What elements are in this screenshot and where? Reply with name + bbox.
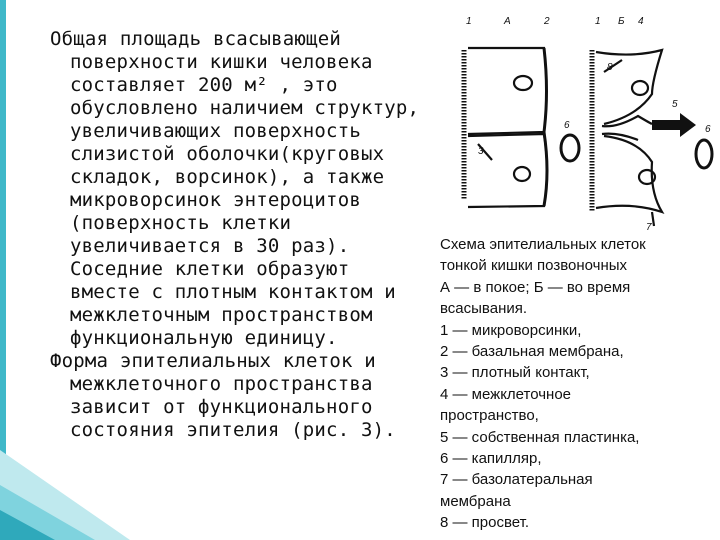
label-8: 8 [607, 62, 613, 73]
main-text: Общая площадь всасывающей поверхности ки… [50, 28, 425, 442]
label-panel-a: А [503, 16, 511, 27]
caption-line: 3 — плотный контакт, [440, 364, 590, 382]
caption-line: 6 — капилляр, [440, 450, 542, 468]
caption-line: пространство, [440, 407, 539, 425]
absorption-arrow [652, 113, 696, 137]
caption-line: всасывания. [440, 300, 528, 318]
cell-b-lower [595, 134, 665, 214]
caption-line: 1 — микроворсинки, [440, 321, 582, 339]
label-4: 4 [638, 16, 644, 27]
nucleus-b-upper [630, 79, 650, 97]
nucleus-a-upper [512, 74, 534, 92]
caption-line: тонкой кишки позвоночных [440, 257, 628, 275]
basolateral-pointer [650, 211, 656, 227]
intercellular-space-b [601, 114, 653, 142]
capillary-b [694, 138, 714, 170]
capillary-a [559, 133, 581, 163]
label-3: 3 [478, 146, 484, 157]
lumen-pointer [603, 59, 623, 73]
label-7: 7 [646, 222, 652, 233]
nucleus-b-lower [637, 168, 657, 186]
paragraph-surface-area: Общая площадь всасывающей поверхности ки… [50, 28, 420, 349]
basement-membrane-a [542, 47, 549, 207]
label-6-a: 6 [564, 120, 570, 131]
caption-line: 8 — просвет. [440, 514, 530, 532]
epithelial-cells-figure: 1 А 2 1 Б 4 8 6 3 5 6 7 [461, 16, 714, 233]
tight-junction-pointer [477, 143, 493, 161]
cell-b-upper [595, 48, 664, 126]
paragraph-cell-shape: Форма эпителиальных клеток и межклеточно… [50, 350, 396, 441]
label-1-a: 1 [466, 16, 472, 27]
label-2: 2 [543, 16, 550, 27]
label-5: 5 [672, 99, 678, 110]
caption-line: 2 — базальная мембрана, [440, 343, 624, 361]
label-1-b: 1 [595, 16, 601, 27]
caption-line: 4 — межклеточное [440, 385, 572, 403]
caption-line: Схема эпителиальных клеток [440, 236, 646, 253]
label-6-b: 6 [705, 124, 711, 135]
caption-line: 7 — базолатеральная [440, 471, 593, 489]
caption-line: мембрана [440, 492, 511, 510]
cell-a-upper [467, 46, 548, 136]
corner-decoration [0, 450, 130, 540]
label-panel-b: Б [618, 16, 625, 27]
caption-line: 5 — собственная пластинка, [440, 428, 640, 446]
figure-caption: Схема эпителиальных клеток тонкой кишки … [440, 234, 715, 534]
caption-line: А — в покое; Б — во время [440, 278, 631, 296]
nucleus-a-lower [512, 165, 532, 183]
left-accent-border [0, 0, 6, 540]
